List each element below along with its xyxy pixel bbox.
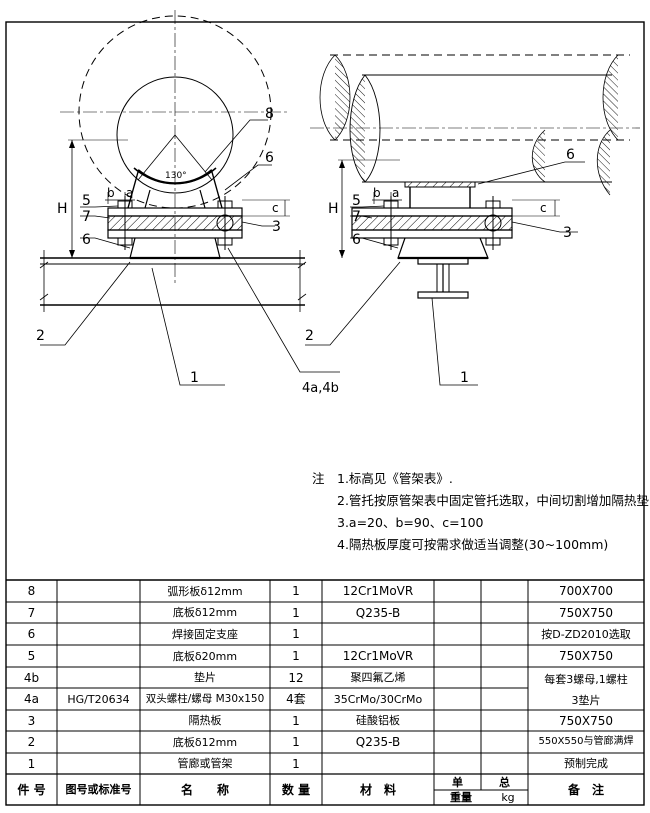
callout-6b-right: 6 — [352, 232, 361, 248]
dim-c-right: c — [540, 201, 547, 215]
header-total: 总 — [499, 775, 510, 789]
dim-a-right: a — [392, 186, 399, 200]
dim-b-right: b — [373, 186, 381, 200]
left-view — [39, 10, 340, 386]
header-qty: 数 量 — [281, 782, 311, 797]
item-number: 4a — [24, 692, 39, 706]
item-name: 双头螺柱/螺母 M30x150 — [145, 692, 265, 705]
item-qty: 1 — [292, 627, 300, 641]
item-material: 12Cr1MoVR — [342, 584, 414, 598]
right-view — [305, 54, 640, 386]
item-standard: HG/T20634 — [67, 692, 130, 706]
item-remark: 预制完成 — [564, 757, 608, 770]
item-qty: 1 — [292, 713, 300, 728]
item-material: Q235-B — [355, 605, 401, 620]
callout-7-right: 7 — [352, 209, 361, 225]
item-name: 底板δ20mm — [172, 649, 238, 663]
note-4: 4.隔热板厚度可按需求做适当调整(30~100mm) — [337, 537, 609, 552]
item-number: 7 — [27, 605, 36, 620]
callout-1-left: 1 — [190, 370, 199, 386]
item-number: 1 — [27, 756, 36, 771]
item-remark: 750X750 — [558, 713, 614, 728]
callout-5-right: 5 — [352, 193, 361, 209]
dim-h-left: H — [57, 201, 68, 217]
note-2: 2.管托按原管架表中固定管托选取，中间切割增加隔热垫. — [337, 493, 650, 508]
item-qty: 1 — [292, 756, 300, 771]
item-material: Q235-B — [355, 735, 401, 749]
bom-grid — [6, 579, 644, 805]
callout-6a-right: 6 — [566, 147, 575, 163]
callout-6b-left: 6 — [82, 232, 91, 248]
angle-label: 130° — [165, 171, 187, 181]
header-weight: 重量 — [450, 791, 472, 804]
item-remark: 750X750 — [558, 605, 614, 620]
item-remark: 700X700 — [558, 584, 614, 598]
item-qty: 4套 — [286, 692, 306, 706]
dim-b-left: b — [107, 186, 115, 200]
item-number: 2 — [27, 735, 36, 749]
dim-c-left: c — [272, 201, 279, 215]
item-remark: 每套3螺母,1螺柱 — [544, 672, 628, 686]
item-number: 5 — [27, 649, 36, 663]
header-unit: 单 — [452, 775, 463, 789]
callout-1-right: 1 — [460, 370, 469, 386]
header-name: 名 称 — [180, 782, 229, 797]
notes-label: 注 — [312, 471, 325, 486]
note-1: 1.标高见《管架表》. — [337, 471, 453, 486]
item-qty: 1 — [292, 735, 300, 749]
item-remark: 3垫片 — [571, 693, 601, 707]
header-item-no: 件 号 — [17, 782, 46, 797]
callout-8-left: 8 — [265, 106, 274, 122]
item-number: 4b — [23, 670, 40, 685]
drawing-frame — [5, 21, 645, 806]
callout-3-right: 3 — [563, 225, 572, 241]
header-kg: kg — [501, 791, 515, 804]
callout-2-left: 2 — [36, 328, 45, 344]
item-qty: 12 — [288, 670, 304, 685]
item-name: 管廊或管架 — [177, 757, 233, 770]
header-remark: 备 注 — [567, 782, 604, 797]
bom-row: 8 — [6, 580, 57, 602]
insulation-plate — [107, 215, 243, 231]
item-name: 隔热板 — [188, 714, 222, 727]
item-name: 垫片 — [194, 671, 216, 684]
item-remark: 550X550与管廊满焊 — [538, 736, 634, 747]
item-material: 聚四氟乙烯 — [350, 671, 406, 684]
header-material: 材 料 — [359, 782, 396, 797]
item-qty: 1 — [292, 649, 300, 663]
callout-5-left: 5 — [82, 193, 91, 209]
callout-2-right: 2 — [305, 328, 314, 344]
item-name: 焊接固定支座 — [172, 627, 238, 641]
bom-table: 8 弧形板δ12mm 1 12Cr1MoVR 700X700 7 底板δ12mm… — [6, 580, 644, 805]
dim-h-right: H — [328, 201, 339, 217]
note-3: 3.a=20、b=90、c=100 — [337, 515, 484, 530]
item-name: 底板δ12mm — [172, 606, 238, 619]
header-standard: 图号或标准号 — [65, 783, 132, 796]
item-material: 35CrMo/30CrMo — [333, 692, 423, 706]
dim-a-left: a — [126, 186, 133, 200]
item-number: 6 — [27, 627, 36, 641]
item-qty: 1 — [292, 584, 300, 598]
pipe-inner — [116, 76, 234, 194]
item-number: 8 — [27, 584, 36, 598]
item-qty: 1 — [292, 605, 300, 620]
item-name: 底板δ12mm — [172, 735, 238, 749]
item-number: 3 — [27, 713, 36, 728]
callout-3-left: 3 — [272, 219, 281, 235]
item-name: 弧形板δ12mm — [167, 584, 243, 598]
item-remark: 750X750 — [558, 649, 614, 663]
item-remark: 按D-ZD2010选取 — [541, 627, 631, 641]
item-material: 12Cr1MoVR — [342, 649, 414, 663]
item-material: 硅酸铝板 — [356, 714, 400, 727]
callout-6a-left: 6 — [265, 150, 274, 166]
callout-7-left: 7 — [82, 209, 91, 225]
callout-4-left: 4a,4b — [302, 381, 339, 396]
